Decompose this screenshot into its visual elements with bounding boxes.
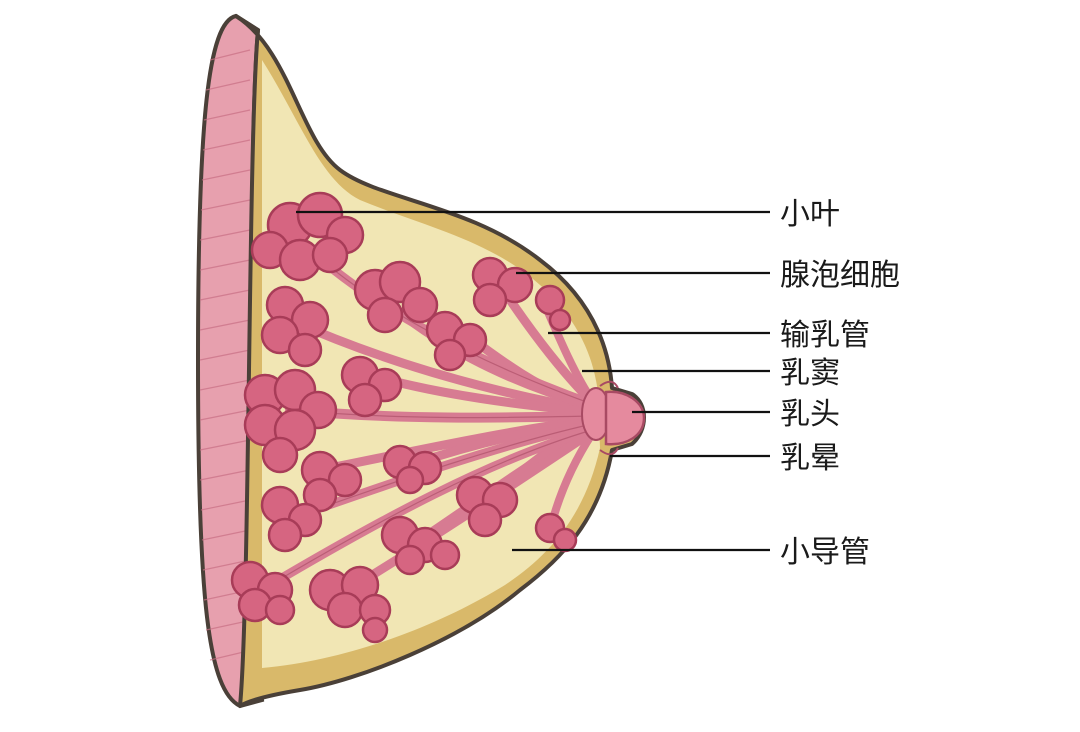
- nipple: [604, 390, 646, 446]
- lobule: [308, 565, 392, 644]
- lobule: [353, 260, 439, 334]
- lobule: [250, 191, 365, 282]
- chest-wall-hatching: [199, 49, 253, 661]
- lobule-clusters: [230, 191, 578, 644]
- label-lactiferous-sinus: 乳窦: [780, 356, 840, 391]
- lobule: [300, 450, 363, 513]
- label-nipple: 乳头: [780, 397, 840, 432]
- leader-lines: [296, 210, 770, 552]
- label-lobule: 小叶: [780, 197, 840, 232]
- lobule: [243, 368, 338, 474]
- lobule: [534, 512, 578, 553]
- label-small-duct: 小导管: [780, 535, 870, 570]
- label-alveolar-cells: 腺泡细胞: [780, 258, 900, 293]
- lobule: [380, 515, 461, 576]
- label-lactiferous-duct: 输乳管: [780, 318, 870, 353]
- areola: [599, 380, 619, 456]
- lobule: [471, 256, 572, 332]
- lobule: [340, 355, 403, 418]
- lobule: [260, 285, 330, 368]
- lobule: [382, 444, 443, 495]
- lobule: [455, 475, 519, 538]
- lobule: [260, 485, 323, 553]
- label-areola: 乳晕: [780, 441, 840, 476]
- lobule: [230, 560, 296, 626]
- lobule: [425, 310, 488, 372]
